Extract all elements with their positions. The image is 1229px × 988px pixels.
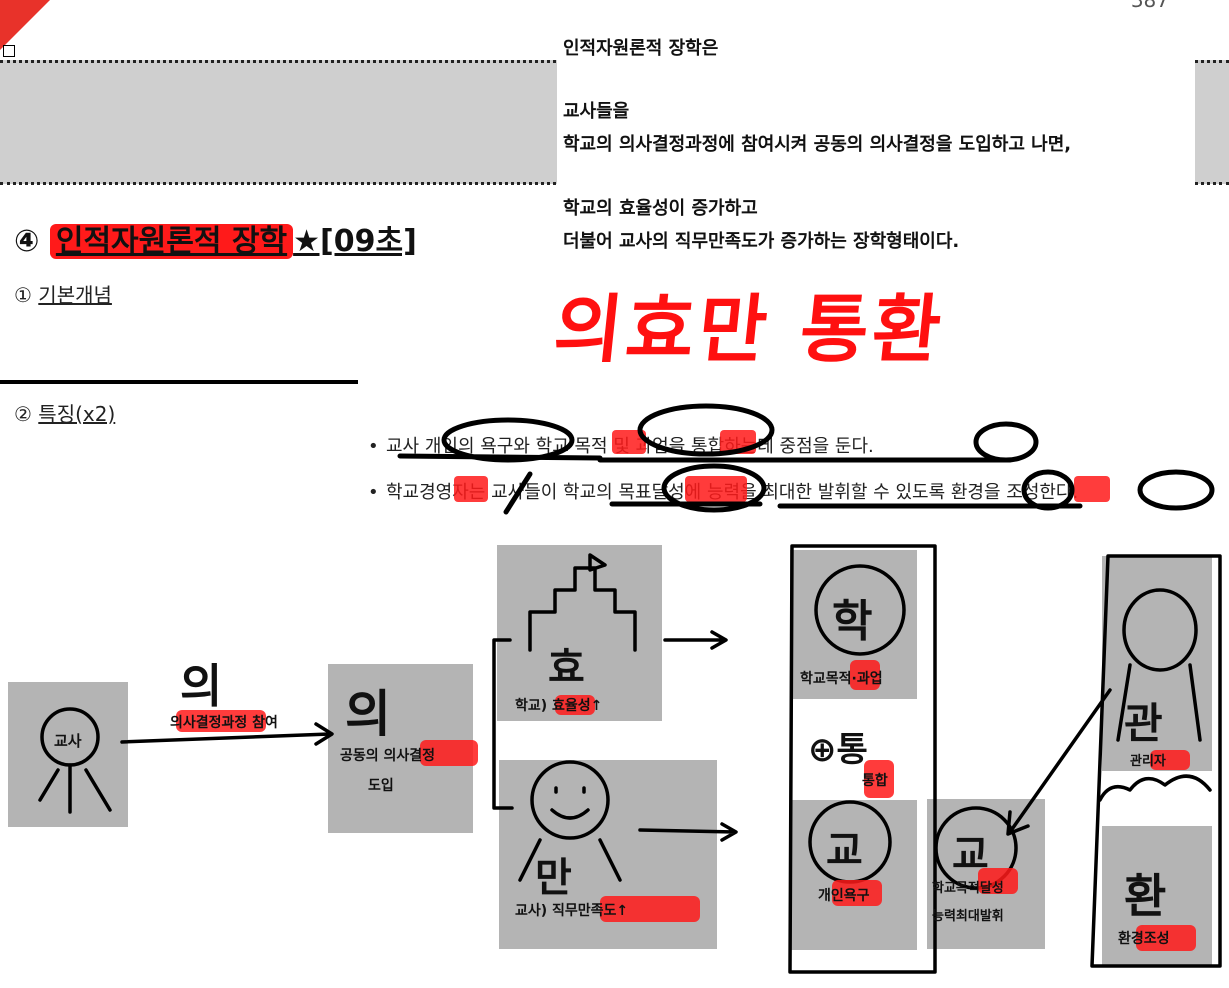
manager-head — [1122, 588, 1198, 672]
arrow-label: 의사결정과정 참여 — [170, 715, 278, 731]
frame-manager — [1090, 554, 1222, 968]
section-rule — [0, 380, 358, 384]
circle-mark — [637, 403, 775, 457]
selection-handle[interactable] — [3, 45, 15, 57]
col1-label-1: 학교목적·과업 — [800, 671, 883, 687]
bullet-dot: • — [368, 436, 379, 457]
box2-label-2: 도입 — [368, 778, 394, 794]
arrow-efficiency — [663, 630, 728, 650]
school-building — [528, 566, 637, 652]
school-flag — [588, 553, 607, 572]
summary-line-1: 인적자원론적 장학은 — [563, 38, 719, 59]
section-title: ④ 인적자원론적 장학★[09초] — [14, 216, 417, 260]
smiley-face — [550, 786, 590, 820]
circle-mark — [441, 417, 575, 463]
sub2-label: 특징(x2) — [38, 402, 116, 426]
box5-label-2: 능력최대발휘 — [932, 909, 1004, 924]
teacher-body — [38, 763, 112, 814]
smiley-body — [518, 838, 622, 882]
cloud-sketch — [1098, 774, 1212, 802]
circle-mark — [1137, 469, 1215, 511]
highlight-mark — [685, 476, 747, 502]
teacher-label: 교사 — [54, 732, 82, 750]
col1-char-1: 학 — [832, 596, 873, 647]
arrow-char: 의 — [180, 659, 223, 713]
col1-mid-label: 통합 — [862, 773, 888, 789]
col1-char-2: 교 — [826, 828, 863, 874]
subheading-features: ② 특징(x2) — [14, 398, 115, 427]
box2-char: 의 — [345, 685, 391, 743]
section-number: ④ — [14, 224, 40, 259]
col1-mid-char: ⊕통 — [808, 730, 868, 770]
col2-char-2: 환 — [1124, 869, 1167, 923]
box3-char: 효 — [548, 645, 585, 691]
box4-char: 만 — [535, 855, 572, 901]
subheading-basic-concept: ① 기본개념 — [14, 279, 112, 308]
sub1-number: ① — [14, 283, 32, 307]
sketch-box-personal-need — [790, 800, 917, 950]
box5-label-1: 학교목적달성 — [932, 881, 1004, 896]
circle-mark — [661, 463, 767, 513]
box4-label: 교사) 직무만족도↑ — [515, 903, 629, 919]
section-suffix: ★[09초] — [293, 224, 417, 259]
arrow-satisfaction — [638, 822, 738, 842]
page-number: 387 — [1130, 0, 1169, 12]
underline-mark — [397, 453, 603, 461]
arrow-head — [314, 722, 334, 746]
smiley-head — [530, 760, 610, 840]
sub2-number: ② — [14, 402, 32, 426]
corner-tab — [0, 0, 50, 50]
sub1-label: 기본개념 — [38, 283, 112, 307]
arrow-participation — [120, 732, 332, 744]
slash-mark — [503, 471, 533, 515]
summary-line-4: 학교의 효율성이 증가하고 — [563, 198, 758, 219]
highlight-mark — [612, 430, 646, 454]
circle-gyo-2 — [934, 806, 1018, 890]
frame-integration — [788, 544, 937, 974]
col2-label-2: 환경조성 — [1118, 931, 1170, 947]
summary-line-2: 교사들을 — [563, 101, 630, 122]
highlight-mark — [454, 476, 488, 502]
box2-label-1: 공동의 의사결정 — [340, 748, 436, 764]
col2-char-1: 관 — [1124, 699, 1163, 748]
summary-line-5: 더불어 교사의 직무만족도가 증가하는 장학형태이다. — [563, 231, 960, 252]
section-title-highlight: 인적자원론적 장학 — [49, 224, 294, 259]
highlight-mark — [1074, 476, 1110, 502]
arrow-manager — [1006, 688, 1112, 836]
bullet-dot: • — [368, 482, 379, 503]
box3-label: 학교) 효율성↑ — [515, 698, 603, 714]
sketch-box-teacher — [8, 682, 128, 827]
bracket — [492, 638, 514, 810]
summary-line-3: 학교의 의사결정과정에 참여시켜 공동의 의사결정을 도입하고 나면, — [563, 134, 1072, 155]
col1-label-2: 개인욕구 — [818, 888, 870, 904]
manager-body — [1116, 663, 1202, 742]
circle-hak — [814, 564, 906, 656]
box5-char: 교 — [952, 832, 989, 878]
col2-label-1: 관리자 — [1130, 754, 1166, 769]
summary-panel — [557, 28, 1195, 258]
